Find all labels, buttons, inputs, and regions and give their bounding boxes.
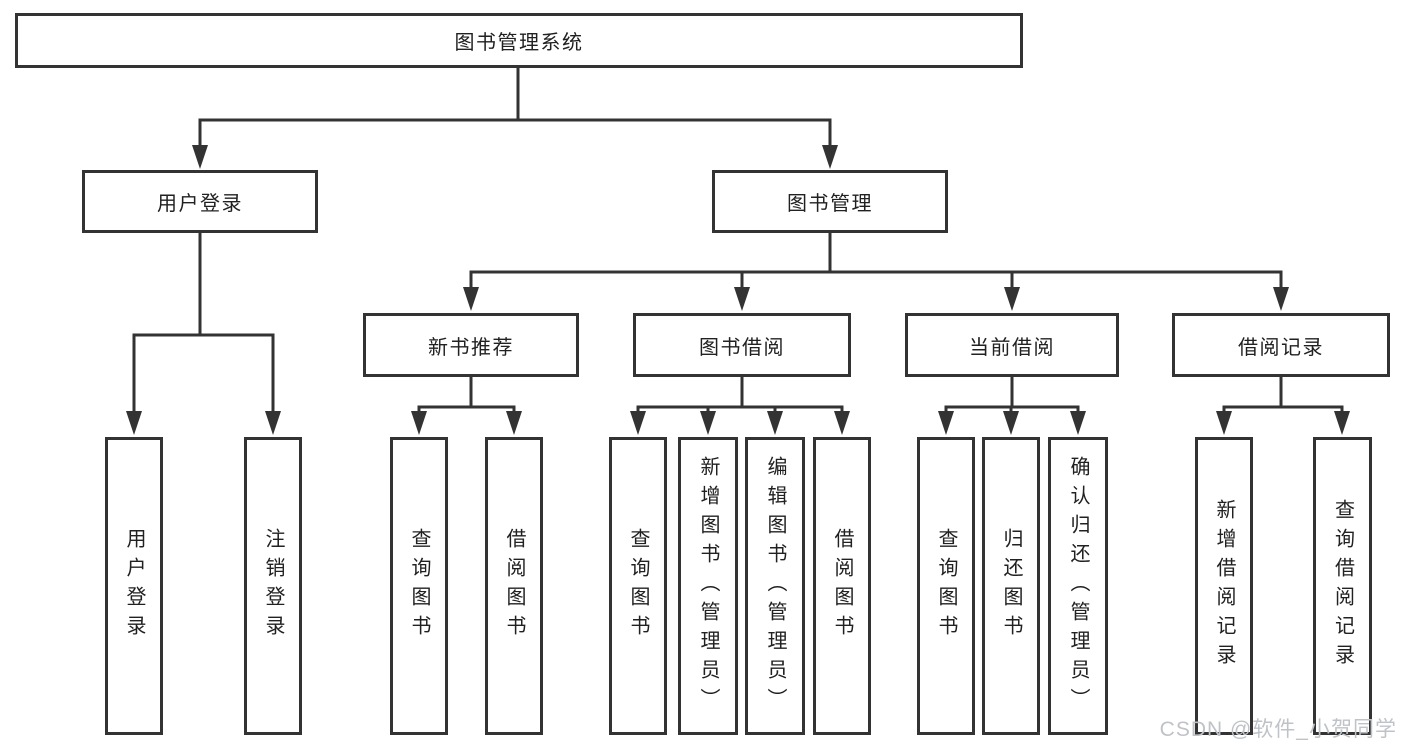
arrow-down-icon: [1216, 411, 1232, 435]
node-root: 图书管理系统: [15, 13, 1023, 68]
leaf-return-book: 归还图书: [982, 437, 1040, 735]
arrow-down-icon: [1003, 411, 1019, 435]
arrow-down-icon: [506, 411, 522, 435]
node-new-book-recommend: 新书推荐: [363, 313, 579, 377]
node-new-book-recommend-label: 新书推荐: [428, 336, 514, 359]
arrow-down-icon: [822, 145, 838, 169]
node-current-borrow-label: 当前借阅: [969, 336, 1055, 359]
node-borrow-records: 借阅记录: [1172, 313, 1390, 377]
leaf-query-borrow-record: 查询借阅记录: [1313, 437, 1372, 735]
leaf-query-books-current: 查询图书: [917, 437, 975, 735]
arrow-down-icon: [1334, 411, 1350, 435]
leaf-borrow-books-recommend: 借阅图书: [485, 437, 543, 735]
arrow-down-icon: [1004, 287, 1020, 311]
node-user-login: 用户登录: [82, 170, 318, 233]
arrow-down-icon: [834, 411, 850, 435]
leaf-borrow-books: 借阅图书: [813, 437, 871, 735]
connector-user-login-to-leaves: [126, 233, 281, 435]
connector-book-borrow-to-leaves: [630, 377, 850, 435]
leaf-confirm-return-admin-label: 确认归还（管理员）: [1067, 455, 1089, 717]
leaf-logout-label: 注销登录: [262, 528, 284, 644]
leaf-return-book-label: 归还图书: [1000, 528, 1022, 644]
node-book-borrow: 图书借阅: [633, 313, 851, 377]
arrow-down-icon: [192, 145, 208, 169]
leaf-user-login: 用户登录: [105, 437, 163, 735]
leaf-add-borrow-record: 新增借阅记录: [1195, 437, 1253, 735]
node-current-borrow: 当前借阅: [905, 313, 1119, 377]
leaf-add-book-admin-label: 新增图书（管理员）: [697, 455, 719, 717]
leaf-add-book-admin: 新增图书（管理员）: [678, 437, 738, 735]
leaf-edit-book-admin-label: 编辑图书（管理员）: [764, 455, 786, 717]
arrow-down-icon: [700, 411, 716, 435]
node-book-borrow-label: 图书借阅: [699, 336, 785, 359]
connector-book-management-to-level3: [463, 233, 1289, 311]
arrow-down-icon: [767, 411, 783, 435]
node-user-login-label: 用户登录: [157, 193, 243, 215]
leaf-query-borrow-record-label: 查询借阅记录: [1331, 499, 1354, 673]
watermark: CSDN @软件_小贺同学: [1159, 718, 1397, 741]
leaf-add-borrow-record-label: 新增借阅记录: [1213, 499, 1235, 673]
connector-new-book-to-leaves: [411, 377, 522, 435]
arrow-down-icon: [126, 411, 142, 435]
arrow-down-icon: [1070, 411, 1086, 435]
connector-borrow-records-to-leaves: [1216, 377, 1350, 435]
node-book-management: 图书管理: [712, 170, 948, 233]
leaf-confirm-return-admin: 确认归还（管理员）: [1048, 437, 1108, 735]
arrow-down-icon: [734, 287, 750, 311]
arrow-down-icon: [463, 287, 479, 311]
arrow-down-icon: [411, 411, 427, 435]
leaf-query-books-recommend: 查询图书: [390, 437, 448, 735]
arrow-down-icon: [938, 411, 954, 435]
leaf-logout: 注销登录: [244, 437, 302, 735]
arrow-down-icon: [630, 411, 646, 435]
leaf-query-books-borrow: 查询图书: [609, 437, 667, 735]
connector-current-borrow-to-leaves: [938, 377, 1086, 435]
arrow-down-icon: [265, 411, 281, 435]
leaf-borrow-books-recommend-label: 借阅图书: [503, 528, 525, 644]
leaf-query-books-recommend-label: 查询图书: [408, 528, 430, 644]
arrow-down-icon: [1273, 287, 1289, 311]
node-book-management-label: 图书管理: [787, 193, 873, 215]
leaf-user-login-label: 用户登录: [123, 528, 145, 644]
leaf-borrow-books-label: 借阅图书: [831, 528, 853, 644]
leaf-edit-book-admin: 编辑图书（管理员）: [745, 437, 805, 735]
leaf-query-books-borrow-label: 查询图书: [627, 528, 649, 644]
leaf-query-books-current-label: 查询图书: [935, 528, 957, 644]
node-root-label: 图书管理系统: [454, 32, 584, 54]
connector-root-to-level2: [192, 68, 838, 169]
node-borrow-records-label: 借阅记录: [1238, 336, 1324, 359]
